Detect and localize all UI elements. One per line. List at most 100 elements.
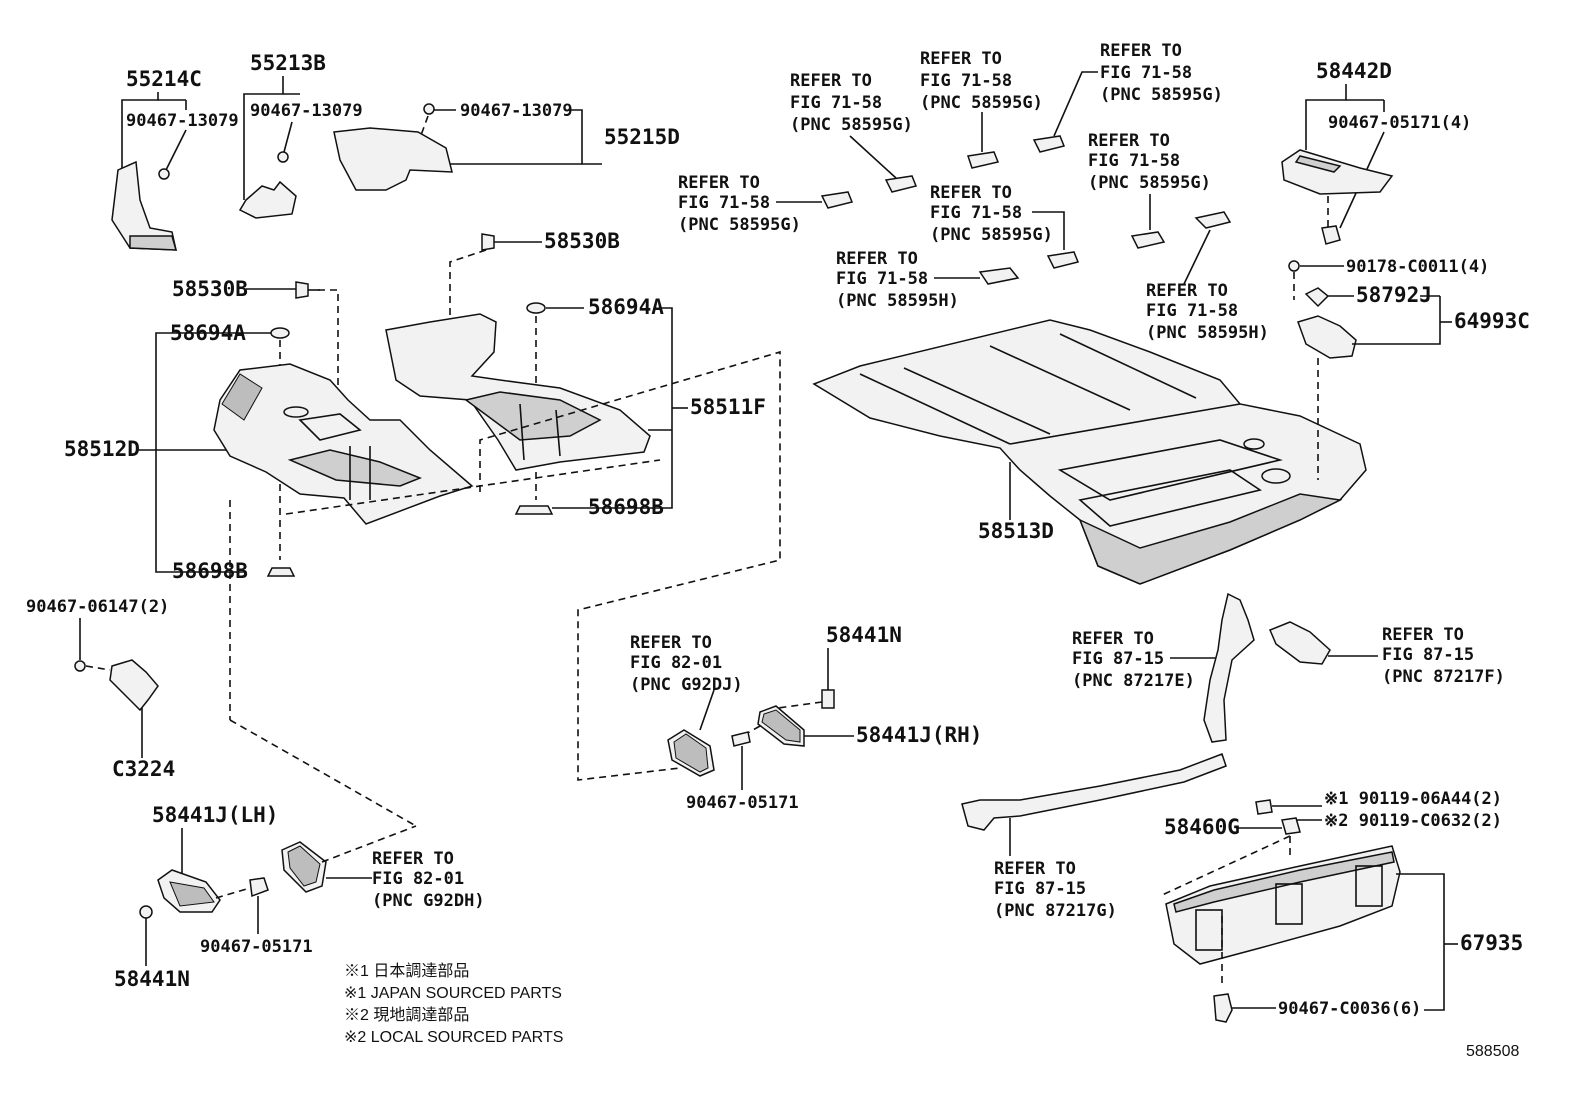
- ref-87217f[interactable]: REFER TO FIG 87-15 (PNC 87217F): [1382, 625, 1505, 687]
- ref-fig: FIG 71-58: [930, 203, 1022, 223]
- label-90467-13079-b[interactable]: 90467-13079: [250, 101, 363, 121]
- group-58441j-lh: 58441J(LH) 58441N 90467-05171: [114, 803, 417, 991]
- ref-58595g-1[interactable]: REFER TO FIG 71-58 (PNC 58595G): [790, 71, 913, 135]
- reinforcement-87217e: [1203, 592, 1255, 743]
- ref-refer-to: REFER TO: [1072, 629, 1154, 649]
- ref-fig: FIG 71-58: [790, 93, 882, 113]
- group-58442d: 58442D 90467-05171(4) 90178-C0011(4) 587…: [1281, 59, 1530, 480]
- ref-87217g[interactable]: REFER TO FIG 87-15 (PNC 87217G): [994, 859, 1117, 921]
- label-58698b-b[interactable]: 58698B: [588, 495, 664, 519]
- bracket-58792j: [1304, 287, 1330, 308]
- group-58512d: 58530B 58694A 58512D 58698B: [64, 277, 474, 827]
- clip-58595g-icon: [884, 175, 918, 193]
- label-90119-06a44[interactable]: ※1 90119-06A44(2): [1324, 789, 1502, 809]
- clip-58595g-icon: [1032, 135, 1066, 153]
- label-58441n-a[interactable]: 58441N: [114, 967, 190, 991]
- ref-g92dh[interactable]: REFER TO FIG 82-01 (PNC G92DH): [372, 849, 485, 911]
- label-58698b-a[interactable]: 58698B: [172, 559, 248, 583]
- label-90467-13079-a[interactable]: 90467-13079: [126, 111, 239, 131]
- ref-pnc: (PNC 58595H): [1146, 323, 1269, 343]
- group-55214c: 55214C 90467-13079: [111, 67, 239, 251]
- label-58694a-b[interactable]: 58694A: [588, 295, 664, 319]
- label-90119-c0632[interactable]: ※2 90119-C0632(2): [1324, 811, 1502, 831]
- label-55214c[interactable]: 55214C: [126, 67, 202, 91]
- label-90467-c0036[interactable]: 90467-C0036(6): [1278, 999, 1421, 1019]
- ref-pnc: (PNC 58595H): [836, 291, 959, 311]
- bracket-c3224: [109, 659, 159, 712]
- ref-fig: FIG 87-15: [994, 879, 1086, 899]
- screw-90178-icon: [1288, 260, 1300, 272]
- ref-g92dj[interactable]: REFER TO FIG 82-01 (PNC G92DJ): [630, 633, 743, 695]
- clip-58698b-icon: [514, 505, 554, 515]
- ref-pnc: (PNC 58595G): [1100, 85, 1223, 105]
- ref-fig: FIG 71-58: [920, 71, 1012, 91]
- label-55215d[interactable]: 55215D: [604, 125, 680, 149]
- label-55213b[interactable]: 55213B: [250, 51, 326, 75]
- label-90467-05171-b[interactable]: 90467-05171: [686, 793, 799, 813]
- label-90467-13079-c[interactable]: 90467-13079: [460, 101, 573, 121]
- ref-58595g-5[interactable]: REFER TO FIG 71-58 (PNC 58595G): [930, 183, 1053, 245]
- label-90178-c0011[interactable]: 90178-C0011(4): [1346, 257, 1489, 277]
- ref-fig: FIG 87-15: [1072, 649, 1164, 669]
- label-58512d[interactable]: 58512D: [64, 437, 140, 461]
- ref-refer-to: REFER TO: [836, 249, 918, 269]
- fastener-58530b-icon: [295, 281, 309, 299]
- grommet-58694a-icon: [526, 302, 546, 314]
- scuff-plate-67935: [1165, 845, 1401, 965]
- label-58530b-a[interactable]: 58530B: [172, 277, 248, 301]
- label-58442d[interactable]: 58442D: [1316, 59, 1392, 83]
- ref-refer-to: REFER TO: [678, 173, 760, 193]
- front-floor-carpet-58511f: [385, 313, 651, 471]
- label-64993c[interactable]: 64993C: [1454, 309, 1530, 333]
- ref-refer-to: REFER TO: [630, 633, 712, 653]
- label-58441j-rh[interactable]: 58441J(RH): [856, 723, 982, 747]
- label-90467-05171-4[interactable]: 90467-05171(4): [1328, 113, 1471, 133]
- clip-58460g-icon: [1281, 817, 1301, 835]
- label-c3224[interactable]: C3224: [112, 757, 175, 781]
- legend-notes: ※1 日本調達部品 ※1 JAPAN SOURCED PARTS ※2 現地調達…: [344, 962, 563, 1046]
- label-58792j[interactable]: 58792J: [1356, 283, 1432, 307]
- ref-fig: FIG 82-01: [630, 653, 722, 673]
- front-floor-carpet-58512d: [213, 363, 474, 525]
- label-58441n-b[interactable]: 58441N: [826, 623, 902, 647]
- label-58511f[interactable]: 58511F: [690, 395, 766, 419]
- label-58441j-lh[interactable]: 58441J(LH): [152, 803, 278, 827]
- ref-refer-to: REFER TO: [1382, 625, 1464, 645]
- label-90467-05171-a[interactable]: 90467-05171: [200, 937, 313, 957]
- clip-icon: [277, 151, 289, 163]
- cover-58442d: [1281, 149, 1394, 195]
- label-67935[interactable]: 67935: [1460, 931, 1523, 955]
- label-90467-06147[interactable]: 90467-06147(2): [26, 597, 169, 617]
- ref-refer-to: REFER TO: [1100, 41, 1182, 61]
- ref-pnc: (PNC 87217F): [1382, 667, 1505, 687]
- ref-fig: FIG 71-58: [1100, 63, 1192, 83]
- ref-58595g-2[interactable]: REFER TO FIG 71-58 (PNC 58595G): [920, 49, 1043, 113]
- clip-58595g-icon: [967, 151, 1000, 169]
- clip-90467-c0036-icon: [1213, 993, 1233, 1023]
- ref-fig: FIG 71-58: [836, 269, 928, 289]
- ref-58595g-6[interactable]: REFER TO FIG 71-58 (PNC 58595G): [1088, 131, 1211, 193]
- ref-87217e[interactable]: REFER TO FIG 87-15 (PNC 87217E): [1072, 629, 1195, 691]
- clip-58595g-icon: [1130, 231, 1166, 249]
- ref-58595g-4[interactable]: REFER TO FIG 71-58 (PNC 58595G): [678, 173, 801, 235]
- ref-fig: FIG 71-58: [678, 193, 770, 213]
- clip-58595g-icon: [820, 191, 854, 209]
- label-58460g[interactable]: 58460G: [1164, 815, 1240, 839]
- ref-58595h-1[interactable]: REFER TO FIG 71-58 (PNC 58595H): [836, 249, 959, 311]
- rail-87217g: [961, 753, 1227, 831]
- ref-58595h-2[interactable]: REFER TO FIG 71-58 (PNC 58595H): [1146, 281, 1269, 343]
- label-58513d[interactable]: 58513D: [978, 519, 1054, 543]
- group-58441j-rh: 58441N 58441J(RH) 90467-05171: [667, 623, 982, 813]
- clip-58595g-icon: [1046, 251, 1080, 269]
- group-67935: ※1 90119-06A44(2) ※2 90119-C0632(2) 5846…: [1159, 789, 1523, 1023]
- figure-number: 588508: [1466, 1043, 1519, 1060]
- label-58530b-b[interactable]: 58530B: [544, 229, 620, 253]
- clip-90467-05171-icon: [1321, 225, 1341, 245]
- ref-pnc: (PNC 58595G): [930, 225, 1053, 245]
- ref-58595g-3[interactable]: REFER TO FIG 71-58 (PNC 58595G): [1100, 41, 1223, 105]
- ref-refer-to: REFER TO: [920, 49, 1002, 69]
- clip-58441n-icon: [821, 689, 835, 709]
- ref-pnc: (PNC 87217G): [994, 901, 1117, 921]
- clip-90467-05171-icon: [731, 731, 751, 747]
